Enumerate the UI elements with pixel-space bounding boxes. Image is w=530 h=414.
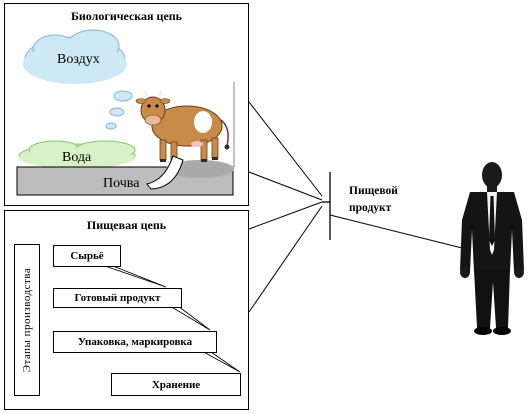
step-storage: Хранение bbox=[111, 373, 241, 396]
cow-icon bbox=[135, 90, 230, 162]
ground-mound bbox=[166, 160, 234, 178]
bubble-medium bbox=[109, 107, 125, 117]
water-label: Вода bbox=[62, 150, 92, 165]
product-label-line1: Пищевой продукт bbox=[349, 183, 429, 217]
bio-chain-title: Биологическая цепь bbox=[70, 9, 183, 23]
bio-chain-illustration bbox=[16, 29, 235, 196]
food-connector-top bbox=[248, 201, 323, 230]
bubble-small bbox=[105, 122, 117, 130]
food-chain-title: Пищевая цепь bbox=[86, 218, 167, 232]
bio-connector-top bbox=[248, 101, 323, 197]
businessman-icon bbox=[460, 162, 524, 335]
step-raw-material: Сырьё bbox=[53, 245, 121, 267]
air-cloud bbox=[23, 29, 127, 84]
curved-arrow-icon bbox=[146, 155, 184, 190]
food-connector-bottom bbox=[248, 205, 323, 313]
step-finished-product: Готовый продукт bbox=[53, 288, 182, 308]
bio-connector-bottom bbox=[248, 171, 323, 201]
air-label: Воздух bbox=[57, 52, 100, 67]
water-cloud bbox=[18, 140, 136, 169]
step-packaging: Упаковка, маркировка bbox=[53, 331, 217, 353]
product-label: Пищевой продукт bbox=[349, 185, 398, 214]
person-connector bbox=[329, 214, 463, 249]
stages-label-box: Этапы производства bbox=[14, 244, 40, 396]
bio-chain-panel: Биологическая цепь bbox=[4, 3, 249, 206]
soil-label: Почва bbox=[103, 176, 140, 191]
bubble-large bbox=[113, 90, 133, 102]
